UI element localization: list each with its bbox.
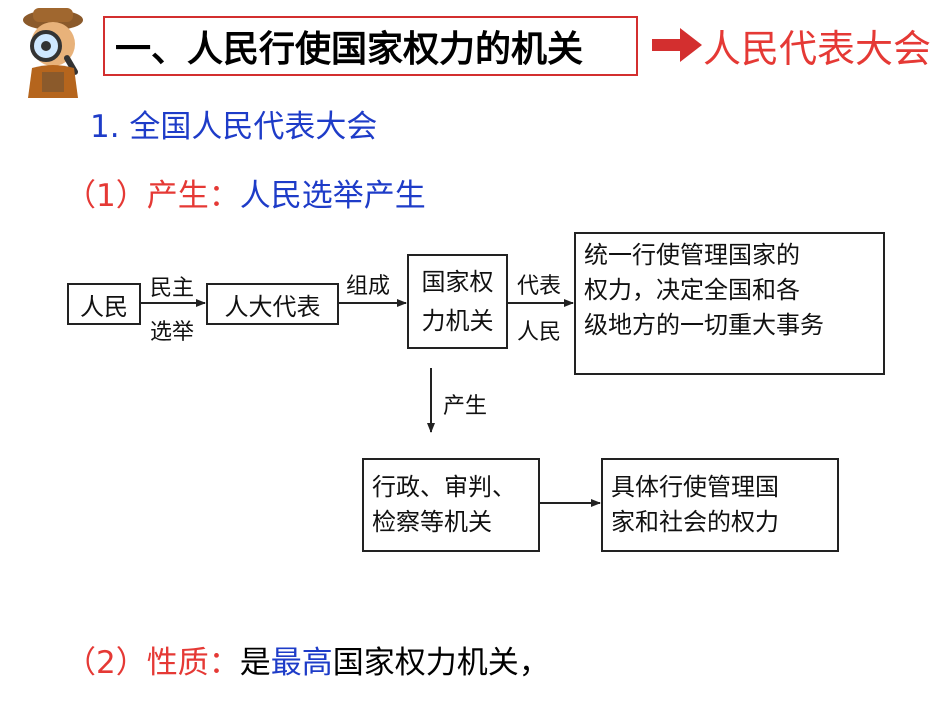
item2-text-highlight: 最高 xyxy=(270,645,333,681)
power-desc-line: 统一行使管理国家的 xyxy=(584,241,800,269)
item1-label: （1）产生： xyxy=(65,178,240,214)
box-power-organ: 国家权 力机关 xyxy=(407,254,508,349)
organs-line1: 行政、审判、 xyxy=(372,473,516,502)
edge4-label: 产生 xyxy=(443,394,488,419)
organs-line2: 检察等机关 xyxy=(372,508,492,536)
item1-line: （1）产生：人民选举产生 xyxy=(65,170,426,215)
title-arrow-target: 人民代表大会 xyxy=(703,27,932,71)
box-people: 人民 xyxy=(67,283,141,325)
box-state-organs: 行政、审判、 检察等机关 xyxy=(362,458,540,552)
organs-desc-line2: 家和社会的权力 xyxy=(611,508,779,536)
power-desc-line: 权力，决定全国和各 xyxy=(584,275,800,304)
box-power-description: 统一行使管理国家的 权力，决定全国和各 级地方的一切重大事务 xyxy=(574,232,885,375)
item2-line: （2）性质：是最高国家权力机关， xyxy=(65,637,550,682)
edge3-bottom-label: 人民 xyxy=(517,320,562,345)
item1-text: 人民选举产生 xyxy=(239,178,426,214)
power-desc-line: 级地方的一切重大事务 xyxy=(584,310,824,339)
item2-text-a: 是 xyxy=(239,645,271,681)
power-organ-line1: 国家权 xyxy=(421,268,494,297)
box-organs-description: 具体行使管理国 家和社会的权力 xyxy=(601,458,839,552)
detective-mascot-icon xyxy=(8,2,98,102)
edge1-bottom-label: 选举 xyxy=(150,320,195,345)
edge3-top-label: 代表 xyxy=(517,274,562,299)
arrow-right-icon xyxy=(652,28,702,62)
edge2-top-label: 组成 xyxy=(346,274,391,299)
item2-label: （2）性质： xyxy=(65,645,240,681)
edge1-top-label: 民主 xyxy=(150,276,195,301)
organs-desc-line1: 具体行使管理国 xyxy=(611,473,779,502)
item2-text-c: 国家权力机关， xyxy=(332,645,550,681)
box-npc-deputies: 人大代表 xyxy=(206,283,339,325)
page-title: 一、人民行使国家权力的机关 xyxy=(103,16,638,76)
section-heading: 1. 全国人民代表大会 xyxy=(90,109,378,145)
power-organ-line2: 力机关 xyxy=(421,306,494,335)
